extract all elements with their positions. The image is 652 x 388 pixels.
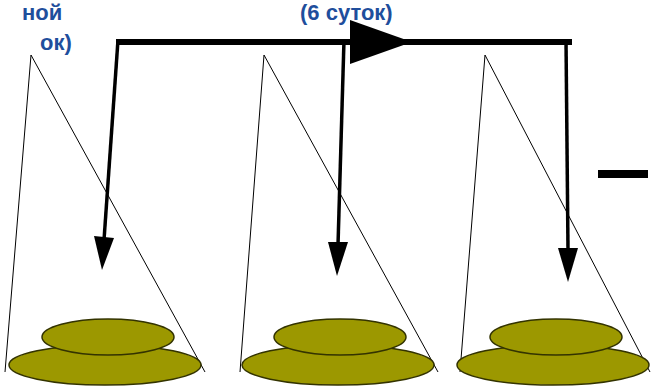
- arrow-head: [350, 20, 412, 64]
- drop-line: [338, 40, 344, 245]
- dish: [9, 319, 649, 385]
- heading-fragment: ной: [22, 0, 62, 25]
- dash-mark: [598, 170, 648, 178]
- dish-lid: [42, 319, 174, 355]
- drop-line: [104, 40, 568, 250]
- dish-lid: [490, 319, 622, 355]
- dish-lid: [274, 319, 406, 355]
- heading-fragment: ок): [40, 30, 72, 55]
- drop-line: [566, 40, 568, 250]
- duration-label: (6 суток): [300, 0, 393, 25]
- cone-outline: [460, 55, 650, 372]
- arrow-head: [94, 236, 578, 282]
- arrow-head: [94, 236, 114, 270]
- arrow-head: [558, 248, 578, 282]
- arrow-head: [328, 242, 348, 276]
- cone-outline: [5, 55, 650, 372]
- drop-line: [104, 40, 118, 240]
